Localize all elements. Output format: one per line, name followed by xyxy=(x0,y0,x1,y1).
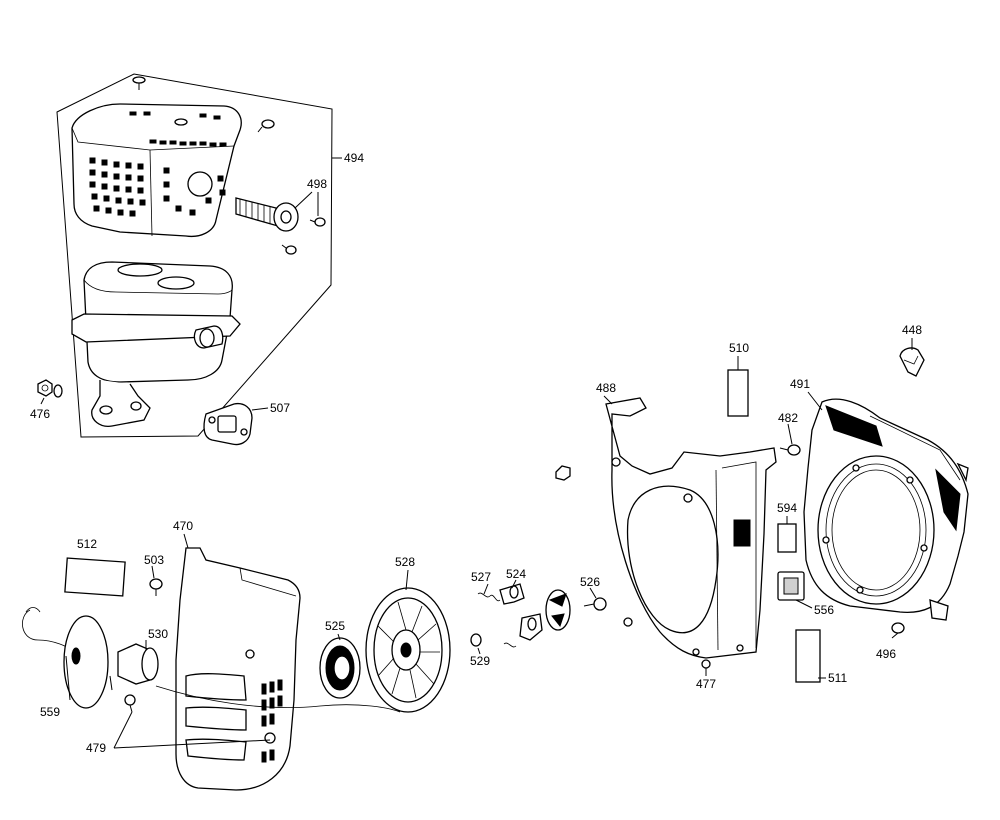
assembly-outline xyxy=(56,73,333,438)
label-527: 527 xyxy=(471,570,491,584)
rope-pulley xyxy=(365,587,451,713)
label-529: 529 xyxy=(470,654,490,668)
label-507: 507 xyxy=(270,401,290,415)
spark-arrestor-screen xyxy=(235,197,299,232)
decal-594 xyxy=(777,523,797,553)
air-baffle xyxy=(605,397,777,659)
shield-screw xyxy=(257,119,275,133)
label-470: 470 xyxy=(173,519,193,533)
exhaust-gasket xyxy=(203,402,269,446)
muffler-body xyxy=(71,261,241,427)
decal-512 xyxy=(64,557,126,597)
screw-503 xyxy=(149,578,163,596)
pawl-retainer xyxy=(545,589,571,631)
label-526: 526 xyxy=(580,575,600,589)
starter-pawls xyxy=(499,583,543,648)
screw-479-b xyxy=(264,732,276,744)
label-491: 491 xyxy=(790,377,810,391)
label-528: 528 xyxy=(395,555,415,569)
label-511: 511 xyxy=(828,671,847,685)
label-556: 556 xyxy=(814,603,834,617)
label-510: 510 xyxy=(729,341,749,355)
label-524: 524 xyxy=(506,567,526,581)
starter-rope xyxy=(155,685,401,713)
label-594: 594 xyxy=(777,501,797,515)
label-477: 477 xyxy=(696,677,716,691)
label-498: 498 xyxy=(307,177,327,191)
screw-482 xyxy=(779,444,801,456)
hex-nut xyxy=(555,465,571,481)
label-512: 512 xyxy=(77,537,97,551)
label-479: 479 xyxy=(86,741,106,755)
part-labels: 494 498 476 507 448 510 488 491 482 594 … xyxy=(30,151,922,755)
top-screw xyxy=(132,76,146,90)
screw-496 xyxy=(891,622,905,639)
leader-498 xyxy=(294,191,313,209)
label-559: 559 xyxy=(40,705,60,719)
switch-556 xyxy=(777,571,805,601)
screen-screw-b xyxy=(281,244,297,255)
starter-handle xyxy=(63,615,159,709)
label-530: 530 xyxy=(148,627,168,641)
label-488: 488 xyxy=(596,381,616,395)
starter-housing xyxy=(175,547,301,791)
heat-shield xyxy=(71,103,242,238)
decal-510 xyxy=(727,369,749,417)
retaining-ring xyxy=(470,633,482,647)
nut-and-washer xyxy=(37,379,63,405)
recoil-starter-group xyxy=(22,533,607,791)
screen-screw-a xyxy=(309,217,326,227)
muffler-assembly-group xyxy=(37,73,342,446)
screw-479-a xyxy=(124,694,136,713)
label-496: 496 xyxy=(876,647,896,661)
pawl-spring xyxy=(477,592,501,602)
label-482: 482 xyxy=(778,411,798,425)
label-503: 503 xyxy=(144,553,164,567)
label-525: 525 xyxy=(325,619,345,633)
wire-clip xyxy=(899,338,925,377)
blower-housing xyxy=(803,398,969,621)
screw-526 xyxy=(583,597,607,611)
screw-477 xyxy=(701,659,711,669)
recoil-spring xyxy=(319,637,361,699)
decal-511 xyxy=(795,629,821,683)
blower-housing-group xyxy=(555,338,969,683)
label-494: 494 xyxy=(344,151,364,165)
label-448: 448 xyxy=(902,323,922,337)
label-476: 476 xyxy=(30,407,50,421)
